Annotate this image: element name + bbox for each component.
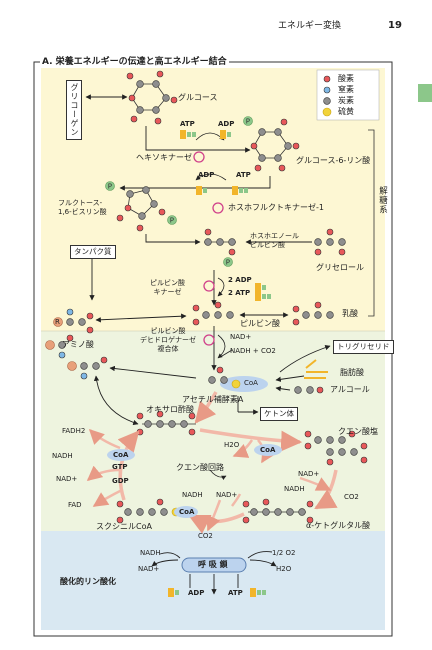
- nadh-right: NADH: [284, 485, 305, 493]
- fad-label: FAD: [68, 501, 82, 509]
- gdp-label: GDP: [112, 477, 129, 485]
- h2o-tca: H2O: [224, 441, 240, 449]
- r-group-marker: R: [55, 318, 60, 326]
- tca-cycle-label: クエン酸回路: [176, 463, 224, 472]
- glycogen-box: グリコーゲン: [66, 80, 82, 140]
- pep-label: ホスホエノール ピルビン酸: [250, 232, 299, 249]
- half-o2-resp: 1/2 O2: [272, 549, 296, 557]
- atp-hexokinase: ATP: [180, 120, 195, 128]
- h2o-resp: H2O: [276, 565, 292, 573]
- nad-plus-resp: NAD+: [138, 565, 160, 573]
- panel-title: A. 栄養エネルギーの伝達と高エネルギー結合: [40, 57, 229, 67]
- chapter-tab: [418, 84, 432, 102]
- co2-right: CO2: [344, 493, 359, 501]
- ketone-box: ケトン体: [260, 407, 298, 421]
- succinyl-coa-label: スクシニルCoA: [96, 522, 152, 531]
- fbp-label: フルクトース- 1,6-ビスリン酸: [58, 199, 107, 216]
- protein-box: タンパク質: [70, 245, 116, 259]
- coa-acetyl: CoA: [244, 379, 258, 387]
- amino-acid-label: アミノ酸: [62, 340, 94, 349]
- oxaloacetate-label: オキサロ酢酸: [146, 405, 194, 414]
- nad-plus-left: NAD+: [56, 475, 78, 483]
- coa-tca-right: CoA: [260, 446, 276, 454]
- two-atp: 2 ATP: [228, 289, 251, 297]
- nadh-bottom: NADH: [182, 491, 203, 499]
- acetyl-coa-label: アセチル補酵素A: [182, 395, 244, 404]
- lactate-label: 乳酸: [342, 309, 358, 318]
- atp-resp: ATP: [228, 589, 243, 597]
- nad-plus-pdh: NAD+: [230, 333, 252, 341]
- legend-oxygen: 酸素: [338, 74, 354, 83]
- nadh-co2-pdh: NADH + CO2: [230, 347, 276, 355]
- nad-plus-right: NAD+: [298, 470, 320, 478]
- respiratory-chain-label: 呼 吸 鎖: [198, 560, 228, 569]
- glycolysis-label: 解糖系: [377, 186, 388, 215]
- pyruvate-kinase-label: ピルビン酸 キナーゼ: [150, 279, 185, 296]
- adp-hexokinase: ADP: [218, 120, 235, 128]
- g6p-label: グルコース-6-リン酸: [296, 156, 371, 165]
- atp-pfk: ATP: [236, 171, 251, 179]
- adp-pfk: ADP: [198, 171, 215, 179]
- adp-resp: ADP: [188, 589, 205, 597]
- pyruvate-label: ピルビン酸: [240, 319, 280, 328]
- fadh2-label: FADH2: [62, 427, 86, 435]
- legend-sulfur: 硫黄: [338, 107, 354, 116]
- pfk-label: ホスホフルクトキナーゼ-1: [228, 203, 324, 212]
- triglyceride-box: トリグリセリド: [333, 340, 394, 354]
- two-adp: 2 ADP: [228, 276, 252, 284]
- page-number: 19: [388, 20, 402, 31]
- section-header: エネルギー変換: [278, 21, 342, 31]
- co2-bottom: CO2: [198, 532, 213, 540]
- legend-carbon: 炭素: [338, 96, 354, 105]
- pdh-label: ピルビン酸 デヒドロゲナーゼ 複合体: [140, 327, 196, 353]
- nadh-resp: NADH: [140, 549, 161, 557]
- legend-nitrogen: 窒素: [338, 85, 354, 94]
- coa-succinyl: CoA: [179, 508, 195, 516]
- gtp-label: GTP: [112, 463, 128, 471]
- glucose-label: グルコース: [178, 93, 218, 102]
- coa-tca-left: CoA: [113, 451, 129, 459]
- akg-label: α-ケトグルタル酸: [306, 521, 371, 530]
- fatty-acid-label: 脂肪酸: [340, 368, 364, 377]
- citrate-label: クエン酸塩: [338, 427, 378, 436]
- alcohol-label: アルコール: [330, 385, 370, 394]
- oxphos-label: 酸化的リン酸化: [60, 577, 116, 586]
- nad-plus-bottom: NAD+: [216, 491, 238, 499]
- glycerol-label: グリセロール: [316, 263, 364, 272]
- nadh-left: NADH: [52, 452, 73, 460]
- hexokinase-label: ヘキソキナーゼ: [136, 153, 192, 162]
